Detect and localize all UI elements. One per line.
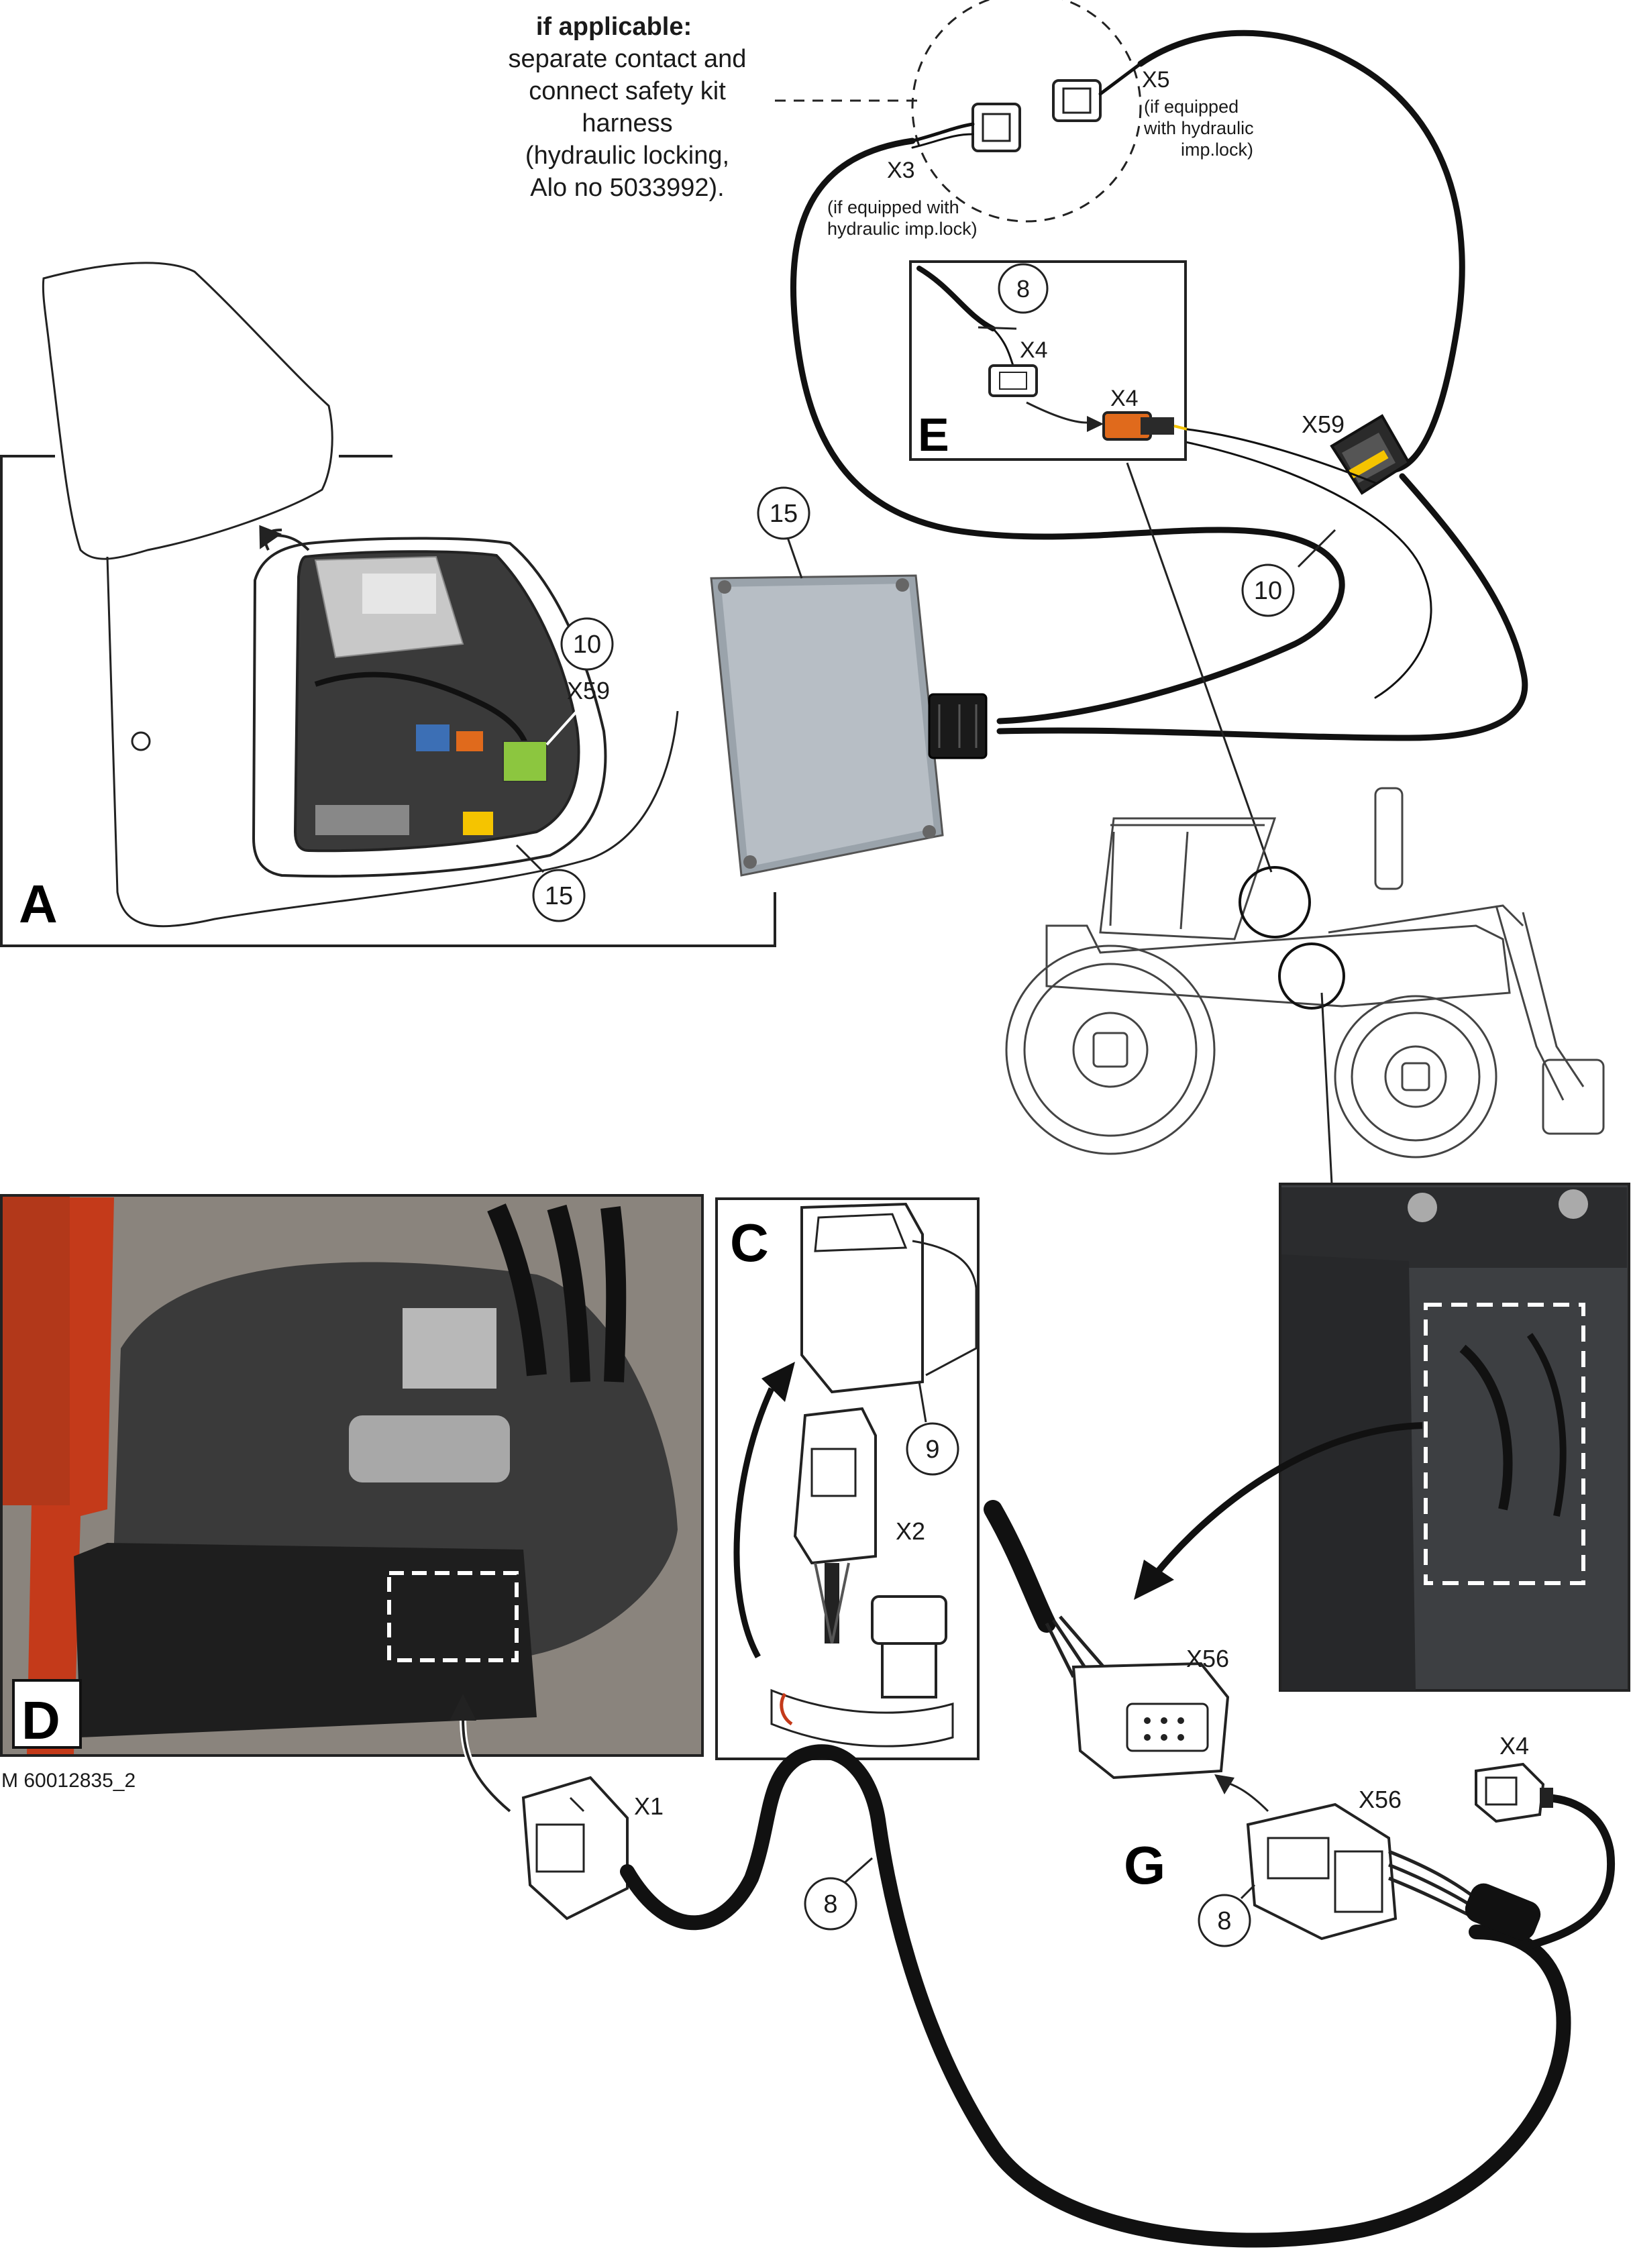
detail-circle: [911, 0, 1142, 223]
panel-e-x4-female: [988, 364, 1038, 397]
x59-a-label: X59: [567, 677, 610, 704]
callout-8-g-label: 8: [1217, 1907, 1231, 1935]
x2-label: X2: [896, 1517, 925, 1545]
harness-8-x4-branch: [1526, 1794, 1616, 1949]
x3-note-1: (if equipped with: [827, 197, 959, 217]
note-line-5: Alo no 5033992).: [530, 174, 724, 202]
x5-note-3: imp.lock): [1181, 140, 1253, 160]
x2-housing: [800, 1202, 924, 1394]
control-unit: [710, 574, 988, 877]
callout-15-top: [757, 486, 810, 540]
callout-9-label: 9: [925, 1436, 939, 1464]
hydraulic-coupler: [871, 1595, 947, 1645]
callout-8-e: [998, 263, 1049, 314]
d-highlight-box: [387, 1571, 519, 1662]
bracket-black: [74, 1543, 537, 1737]
detail-highlight-box: [1424, 1303, 1585, 1585]
panel-e-arrow: [1087, 416, 1104, 432]
harness-8-main: [620, 1744, 1571, 2248]
x4-bottom-connector: [1475, 1762, 1553, 1823]
arrow-g: [1214, 1774, 1234, 1794]
doc-id: M 60012835_2: [1, 1770, 136, 1792]
callout-10-right-label: 10: [1254, 577, 1282, 605]
panel-a-frame: [0, 455, 776, 947]
harness-thin-branch: [1153, 435, 1432, 699]
callout-8-cable-label: 8: [823, 1890, 837, 1919]
x56-male-connector: [1246, 1802, 1398, 1941]
arrow-x1: [450, 1694, 476, 1721]
tractor-drawing: [1005, 787, 1605, 1158]
panel-c-letter: C: [730, 1213, 769, 1273]
panel-e-letter: E: [918, 409, 949, 461]
panel-g-letter: G: [1124, 1835, 1165, 1895]
x4-bottom-label: X4: [1500, 1732, 1529, 1760]
seat-bolt: [131, 731, 151, 751]
x1-label: X1: [634, 1792, 664, 1820]
note-line-2: connect safety kit: [529, 77, 726, 105]
x2-connector: [793, 1407, 877, 1565]
arrow-c-install: [733, 1387, 775, 1659]
callout-15-top-label: 15: [770, 500, 798, 528]
leader-e-tractor: [1126, 462, 1273, 873]
panel-a-letter: A: [19, 874, 58, 934]
x5-label: X5: [1142, 67, 1170, 93]
panel-e-x4-male: [1102, 411, 1174, 441]
x1-connector: [521, 1776, 629, 1921]
x56-bottom-label: X56: [1359, 1786, 1402, 1813]
x3-label: X3: [887, 158, 915, 183]
note-line-3: harness: [582, 109, 672, 138]
callout-8-e-label: 8: [1016, 275, 1030, 303]
harness-loop-right: [1137, 30, 1465, 473]
panel-d-letter: D: [21, 1690, 60, 1750]
x56-harness-stub: [984, 1500, 1056, 1633]
panel-e-cable: [916, 266, 996, 331]
x4-e-label-1: X4: [1020, 337, 1048, 363]
callout-8-cable: [804, 1877, 857, 1931]
x59-label: X59: [1302, 411, 1345, 438]
callout-9: [906, 1422, 959, 1476]
x56-top-label: X56: [1186, 1645, 1229, 1672]
safety-kit-note: if applicable: separate contact and conn…: [509, 13, 747, 202]
callout-10-right: [1241, 563, 1295, 617]
note-line-4: (hydraulic locking,: [525, 142, 729, 170]
harness-x59-branch: [996, 473, 1528, 741]
x4-e-label-2: X4: [1110, 386, 1139, 411]
callout-10-a: [560, 617, 614, 671]
x59-connector-photo: [503, 741, 547, 782]
note-line-1: separate contact and: [509, 45, 747, 73]
callout-15-a: [532, 869, 586, 922]
harness-loop-left: [790, 138, 1345, 724]
leader-tractor-detail: [1320, 992, 1333, 1185]
callout-8-g: [1198, 1894, 1251, 1947]
seat-back: [42, 262, 333, 560]
callout-10-a-label: 10: [573, 631, 601, 659]
seat-base-outline: [106, 556, 679, 928]
x56-female-connector: [1071, 1662, 1230, 1780]
x3-note-2: hydraulic imp.lock): [827, 219, 978, 239]
x5-note-2: with hydraulic: [1143, 118, 1254, 138]
callout-10-leader: [1297, 529, 1336, 568]
arrow-to-x56: [1151, 1422, 1423, 1579]
x3-connector: [910, 103, 1021, 152]
x5-note-1: (if equipped: [1144, 97, 1239, 117]
harness-sleeve: [1465, 1883, 1541, 1941]
x5-connector: [1052, 62, 1143, 122]
callout-15-a-label: 15: [545, 882, 573, 910]
arrow-open: [259, 525, 282, 549]
note-heading: if applicable:: [536, 13, 692, 41]
